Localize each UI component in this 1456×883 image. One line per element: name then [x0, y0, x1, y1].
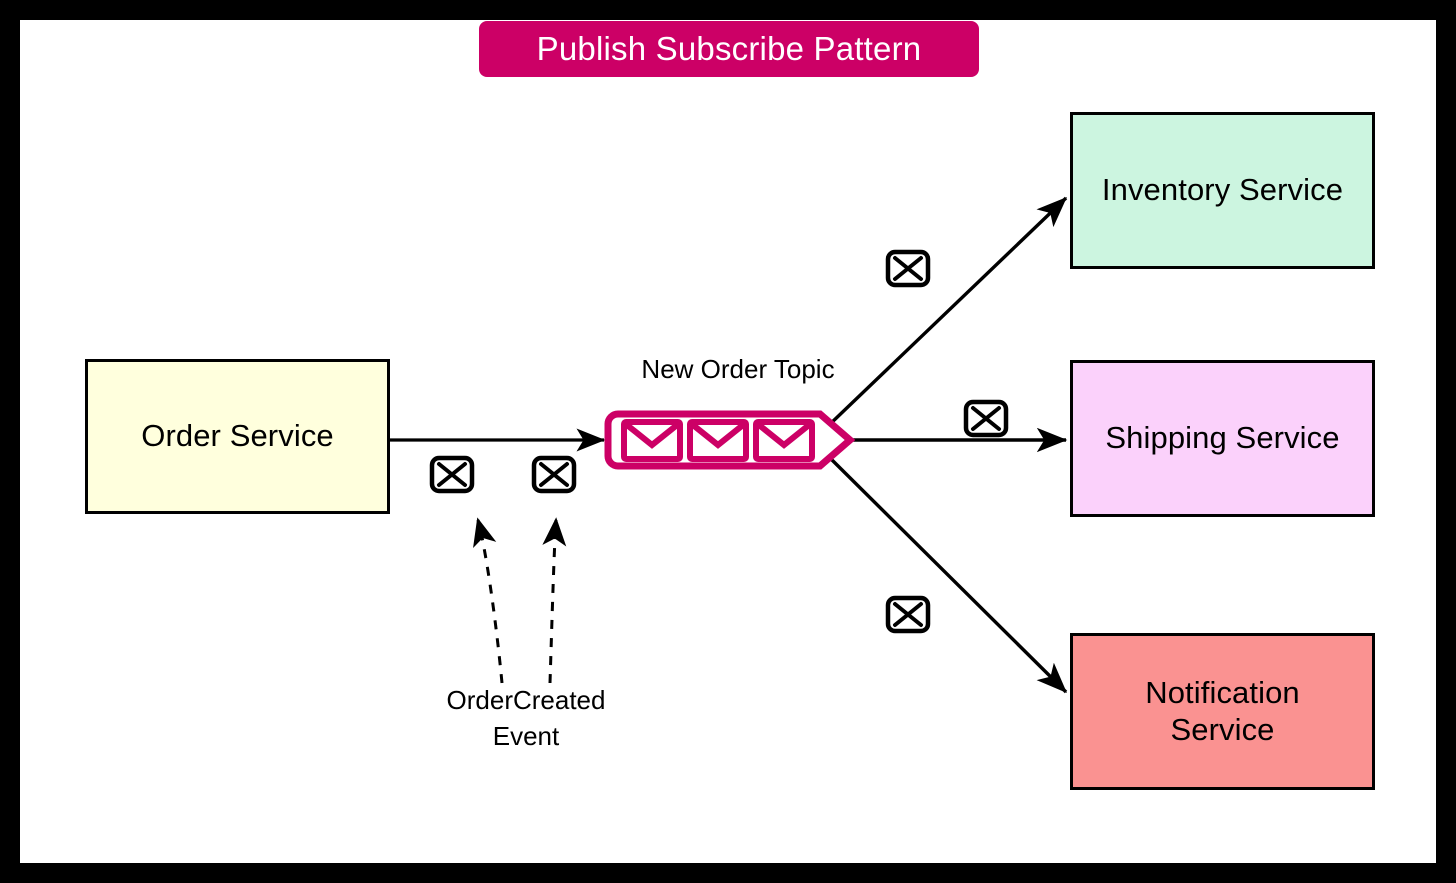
topic-caption: New Order Topic: [641, 354, 835, 384]
node-order-service-label: Order Service: [141, 418, 334, 454]
envelope-icon-inventory: [885, 249, 931, 288]
edge-event-label-right: [542, 517, 567, 684]
node-inventory-service-label: Inventory Service: [1101, 172, 1344, 208]
node-inventory-service[interactable]: Inventory Service: [1070, 112, 1375, 269]
envelope-icon-notification: [885, 595, 931, 634]
node-notification-service-label: Notification Service: [1145, 674, 1300, 747]
node-notification-service[interactable]: Notification Service: [1070, 633, 1375, 790]
diagram-title: Publish Subscribe Pattern: [479, 21, 979, 77]
node-shipping-service[interactable]: Shipping Service: [1070, 360, 1375, 517]
event-label: OrderCreated Event: [446, 685, 606, 751]
edge-event-label-left: [473, 517, 504, 684]
edge-topic-to-inventory: [826, 196, 1068, 428]
node-shipping-service-label: Shipping Service: [1105, 420, 1340, 456]
topic-message-1: [621, 419, 683, 462]
topic-message-3: [753, 419, 815, 462]
envelope-icon-publish-1: [429, 455, 475, 494]
diagram-canvas: Order Service Inventory Service Shipping…: [20, 20, 1436, 863]
edges-layer: [390, 196, 1068, 694]
node-order-service[interactable]: Order Service: [85, 359, 390, 514]
envelope-icon-shipping: [963, 399, 1009, 438]
topic-node[interactable]: [20, 20, 1436, 863]
topic-message-2: [687, 419, 749, 462]
diagram-title-text: Publish Subscribe Pattern: [536, 30, 922, 67]
edge-topic-to-notification: [826, 454, 1068, 694]
envelope-icon-publish-2: [531, 455, 577, 494]
